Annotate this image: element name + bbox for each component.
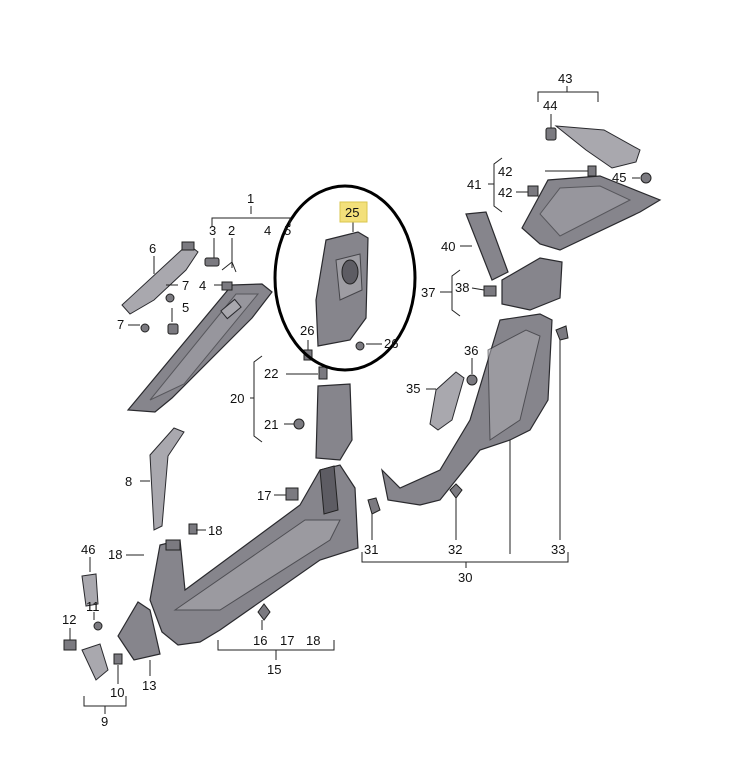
highlight-circle	[273, 184, 417, 372]
a-pillar-trim[interactable]	[126, 283, 273, 413]
label-40[interactable]: 40	[441, 239, 455, 254]
clip-part-10[interactable]	[113, 653, 123, 665]
label-41[interactable]: 41	[467, 177, 481, 192]
clip-part-21[interactable]	[293, 418, 305, 430]
trim-part-37[interactable]	[501, 257, 563, 311]
label-7-lower[interactable]: 7	[117, 317, 124, 332]
clip-part-17[interactable]	[285, 487, 299, 501]
label-32[interactable]: 32	[448, 542, 462, 557]
label-8[interactable]: 8	[125, 474, 132, 489]
clip-part-12[interactable]	[63, 639, 77, 651]
label-44[interactable]: 44	[543, 98, 557, 113]
leader-lines	[69, 86, 640, 714]
label-17[interactable]: 17	[257, 488, 271, 503]
fastener-32[interactable]	[449, 483, 463, 499]
label-26-right[interactable]: 26	[384, 336, 398, 351]
label-9[interactable]: 9	[101, 714, 108, 729]
cover-part-13[interactable]	[117, 601, 161, 661]
label-3[interactable]: 3	[209, 223, 216, 238]
label-5[interactable]: 5	[284, 223, 291, 238]
clip-part-44[interactable]	[545, 127, 557, 141]
bracket-part-35[interactable]	[429, 371, 465, 431]
label-21[interactable]: 21	[264, 417, 278, 432]
label-18-left[interactable]: 18	[108, 547, 122, 562]
label-1[interactable]: 1	[247, 191, 254, 206]
bracket-part-9[interactable]	[81, 643, 109, 681]
label-45[interactable]: 45	[612, 170, 626, 185]
clip-part-46[interactable]	[81, 573, 99, 607]
label-26-left[interactable]: 26	[300, 323, 314, 338]
label-37[interactable]: 37	[421, 285, 435, 300]
rear-upper-trim-41[interactable]	[521, 175, 662, 251]
label-35[interactable]: 35	[406, 381, 420, 396]
label-18-upper[interactable]: 18	[208, 523, 222, 538]
label-6[interactable]: 6	[149, 241, 156, 256]
clip-part-38[interactable]	[483, 285, 497, 297]
label-18-lower[interactable]: 18	[306, 633, 320, 648]
label-4[interactable]: 4	[264, 223, 271, 238]
clip-part-26[interactable]	[303, 341, 365, 361]
label-25[interactable]: 25	[345, 205, 359, 220]
trim-part-40[interactable]	[465, 211, 509, 281]
bracket-part-43[interactable]	[554, 125, 641, 169]
clips-3-2-5-7[interactable]	[140, 257, 237, 335]
label-17-lower[interactable]: 17	[280, 633, 294, 648]
lower-b-pillar-trim-20[interactable]	[315, 383, 353, 461]
label-31[interactable]: 31	[364, 542, 378, 557]
clip-part-33[interactable]	[555, 325, 569, 341]
label-7-upper[interactable]: 7	[182, 278, 189, 293]
clip-part-18-upper[interactable]	[188, 523, 198, 535]
label-42-lower[interactable]: 42	[498, 185, 512, 200]
clip-part-22[interactable]	[318, 366, 328, 380]
sill-panel-15[interactable]	[149, 464, 359, 646]
label-30[interactable]: 30	[458, 570, 472, 585]
label-38[interactable]: 38	[455, 280, 469, 295]
rear-quarter-trim-30[interactable]	[381, 313, 553, 506]
label-4-lower[interactable]: 4	[199, 278, 206, 293]
label-43[interactable]: 43	[558, 71, 572, 86]
label-2[interactable]: 2	[228, 223, 235, 238]
label-12[interactable]: 12	[62, 612, 76, 627]
upper-b-pillar-trim-25[interactable]	[315, 231, 369, 347]
trim-part-8[interactable]	[149, 427, 185, 531]
highlight-box-25	[339, 201, 368, 223]
label-15[interactable]: 15	[267, 662, 281, 677]
fastener-11[interactable]	[93, 621, 103, 631]
bracket-part-6[interactable]	[121, 241, 199, 315]
part-labels: 1 3 2 4 5 6 7 4 5 7 8 18 46 18 11 12 10 …	[62, 71, 626, 729]
fastener-16[interactable]	[257, 603, 271, 621]
label-16[interactable]: 16	[253, 633, 267, 648]
label-22[interactable]: 22	[264, 366, 278, 381]
label-11[interactable]: 11	[86, 599, 100, 614]
clip-part-36[interactable]	[466, 374, 478, 386]
fastener-45[interactable]	[640, 172, 652, 184]
label-42-upper[interactable]: 42	[498, 164, 512, 179]
label-46[interactable]: 46	[81, 542, 95, 557]
label-33[interactable]: 33	[551, 542, 565, 557]
clip-part-31[interactable]	[367, 497, 381, 515]
label-10[interactable]: 10	[110, 685, 124, 700]
label-36[interactable]: 36	[464, 343, 478, 358]
label-13[interactable]: 13	[142, 678, 156, 693]
label-20[interactable]: 20	[230, 391, 244, 406]
label-5-lower[interactable]: 5	[182, 300, 189, 315]
